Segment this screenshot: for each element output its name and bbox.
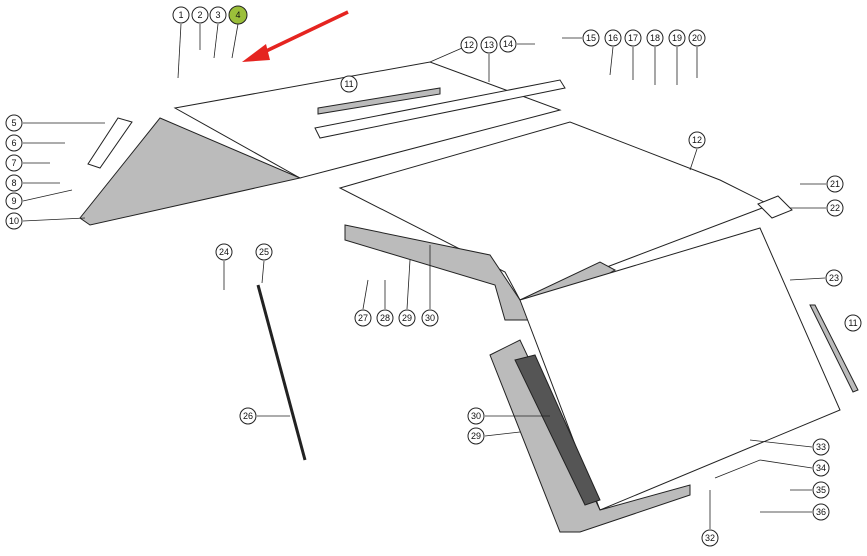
callout-12: 12 [460,36,478,54]
svg-text:27: 27 [358,313,368,323]
svg-text:17: 17 [628,33,638,43]
pointer-arrow [242,10,349,62]
svg-text:30: 30 [425,313,435,323]
svg-text:28: 28 [380,313,390,323]
callout-12b: 12 [688,131,706,149]
callout-11: 11 [340,75,358,93]
callout-7: 7 [5,154,23,172]
callout-34: 34 [812,459,830,477]
gas-strut [256,284,307,461]
svg-text:8: 8 [11,178,16,188]
svg-text:29: 29 [471,431,481,441]
svg-text:35: 35 [816,485,826,495]
callout-27: 27 [354,309,372,327]
callout-2: 2 [191,6,209,24]
callout-21: 21 [826,175,844,193]
rail [314,79,566,139]
callout-11b: 11 [844,314,862,332]
svg-text:11: 11 [344,79,353,89]
callout-19: 19 [668,29,686,47]
svg-text:7: 7 [11,158,16,168]
svg-text:5: 5 [11,118,16,128]
callout-24: 24 [215,243,233,261]
callout-6: 6 [5,134,23,152]
svg-text:25: 25 [259,247,269,257]
callout-26: 26 [239,407,257,425]
svg-text:26: 26 [243,411,253,421]
svg-text:34: 34 [816,463,826,473]
callout-28: 28 [376,309,394,327]
seal-strip [317,87,441,115]
callout-17: 17 [624,29,642,47]
callout-20: 20 [688,29,706,47]
svg-text:32: 32 [705,533,715,543]
lower-foam-inner [514,354,601,506]
handle [87,117,133,169]
svg-text:19: 19 [672,33,682,43]
callout-8: 8 [5,174,23,192]
svg-text:14: 14 [503,39,513,49]
svg-text:1: 1 [178,10,183,20]
svg-text:24: 24 [219,247,229,257]
svg-text:9: 9 [11,196,16,206]
svg-text:23: 23 [829,273,839,283]
callout-35: 35 [812,481,830,499]
svg-text:20: 20 [692,33,702,43]
svg-text:12: 12 [464,40,474,50]
callout-18: 18 [646,29,664,47]
svg-text:6: 6 [11,138,16,148]
svg-text:11: 11 [848,318,857,328]
svg-text:33: 33 [816,442,826,452]
callout-22: 22 [826,199,844,217]
side-seal-strip [809,304,859,393]
svg-text:12: 12 [692,135,702,145]
svg-text:16: 16 [608,33,618,43]
svg-text:2: 2 [197,10,202,20]
svg-text:3: 3 [215,10,220,20]
callout-30b: 30 [467,407,485,425]
callout-3: 3 [209,6,227,24]
callout-29b: 29 [467,427,485,445]
callout-30: 30 [421,309,439,327]
svg-text:36: 36 [816,507,826,517]
callout-1: 1 [172,6,190,24]
svg-text:15: 15 [586,33,596,43]
callout-9: 9 [5,192,23,210]
callout-15: 15 [582,29,600,47]
hinge [757,195,793,219]
svg-text:18: 18 [650,33,660,43]
svg-text:13: 13 [484,40,494,50]
callout-29: 29 [398,309,416,327]
svg-text:21: 21 [830,179,840,189]
svg-text:30: 30 [471,411,481,421]
callout-23: 23 [825,269,843,287]
callout-13: 13 [480,36,498,54]
callout-33: 33 [812,438,830,456]
svg-text:22: 22 [830,203,840,213]
svg-text:10: 10 [9,216,19,226]
callout-32: 32 [701,529,719,547]
side-mesh-panel [79,117,302,226]
callout-10: 10 [5,212,23,230]
svg-text:29: 29 [402,313,412,323]
callout-4: 4 [228,5,248,25]
svg-text:4: 4 [235,10,240,20]
callout-36: 36 [812,503,830,521]
callout-16: 16 [604,29,622,47]
callout-25: 25 [255,243,273,261]
callout-5: 5 [5,114,23,132]
callout-14: 14 [499,35,517,53]
